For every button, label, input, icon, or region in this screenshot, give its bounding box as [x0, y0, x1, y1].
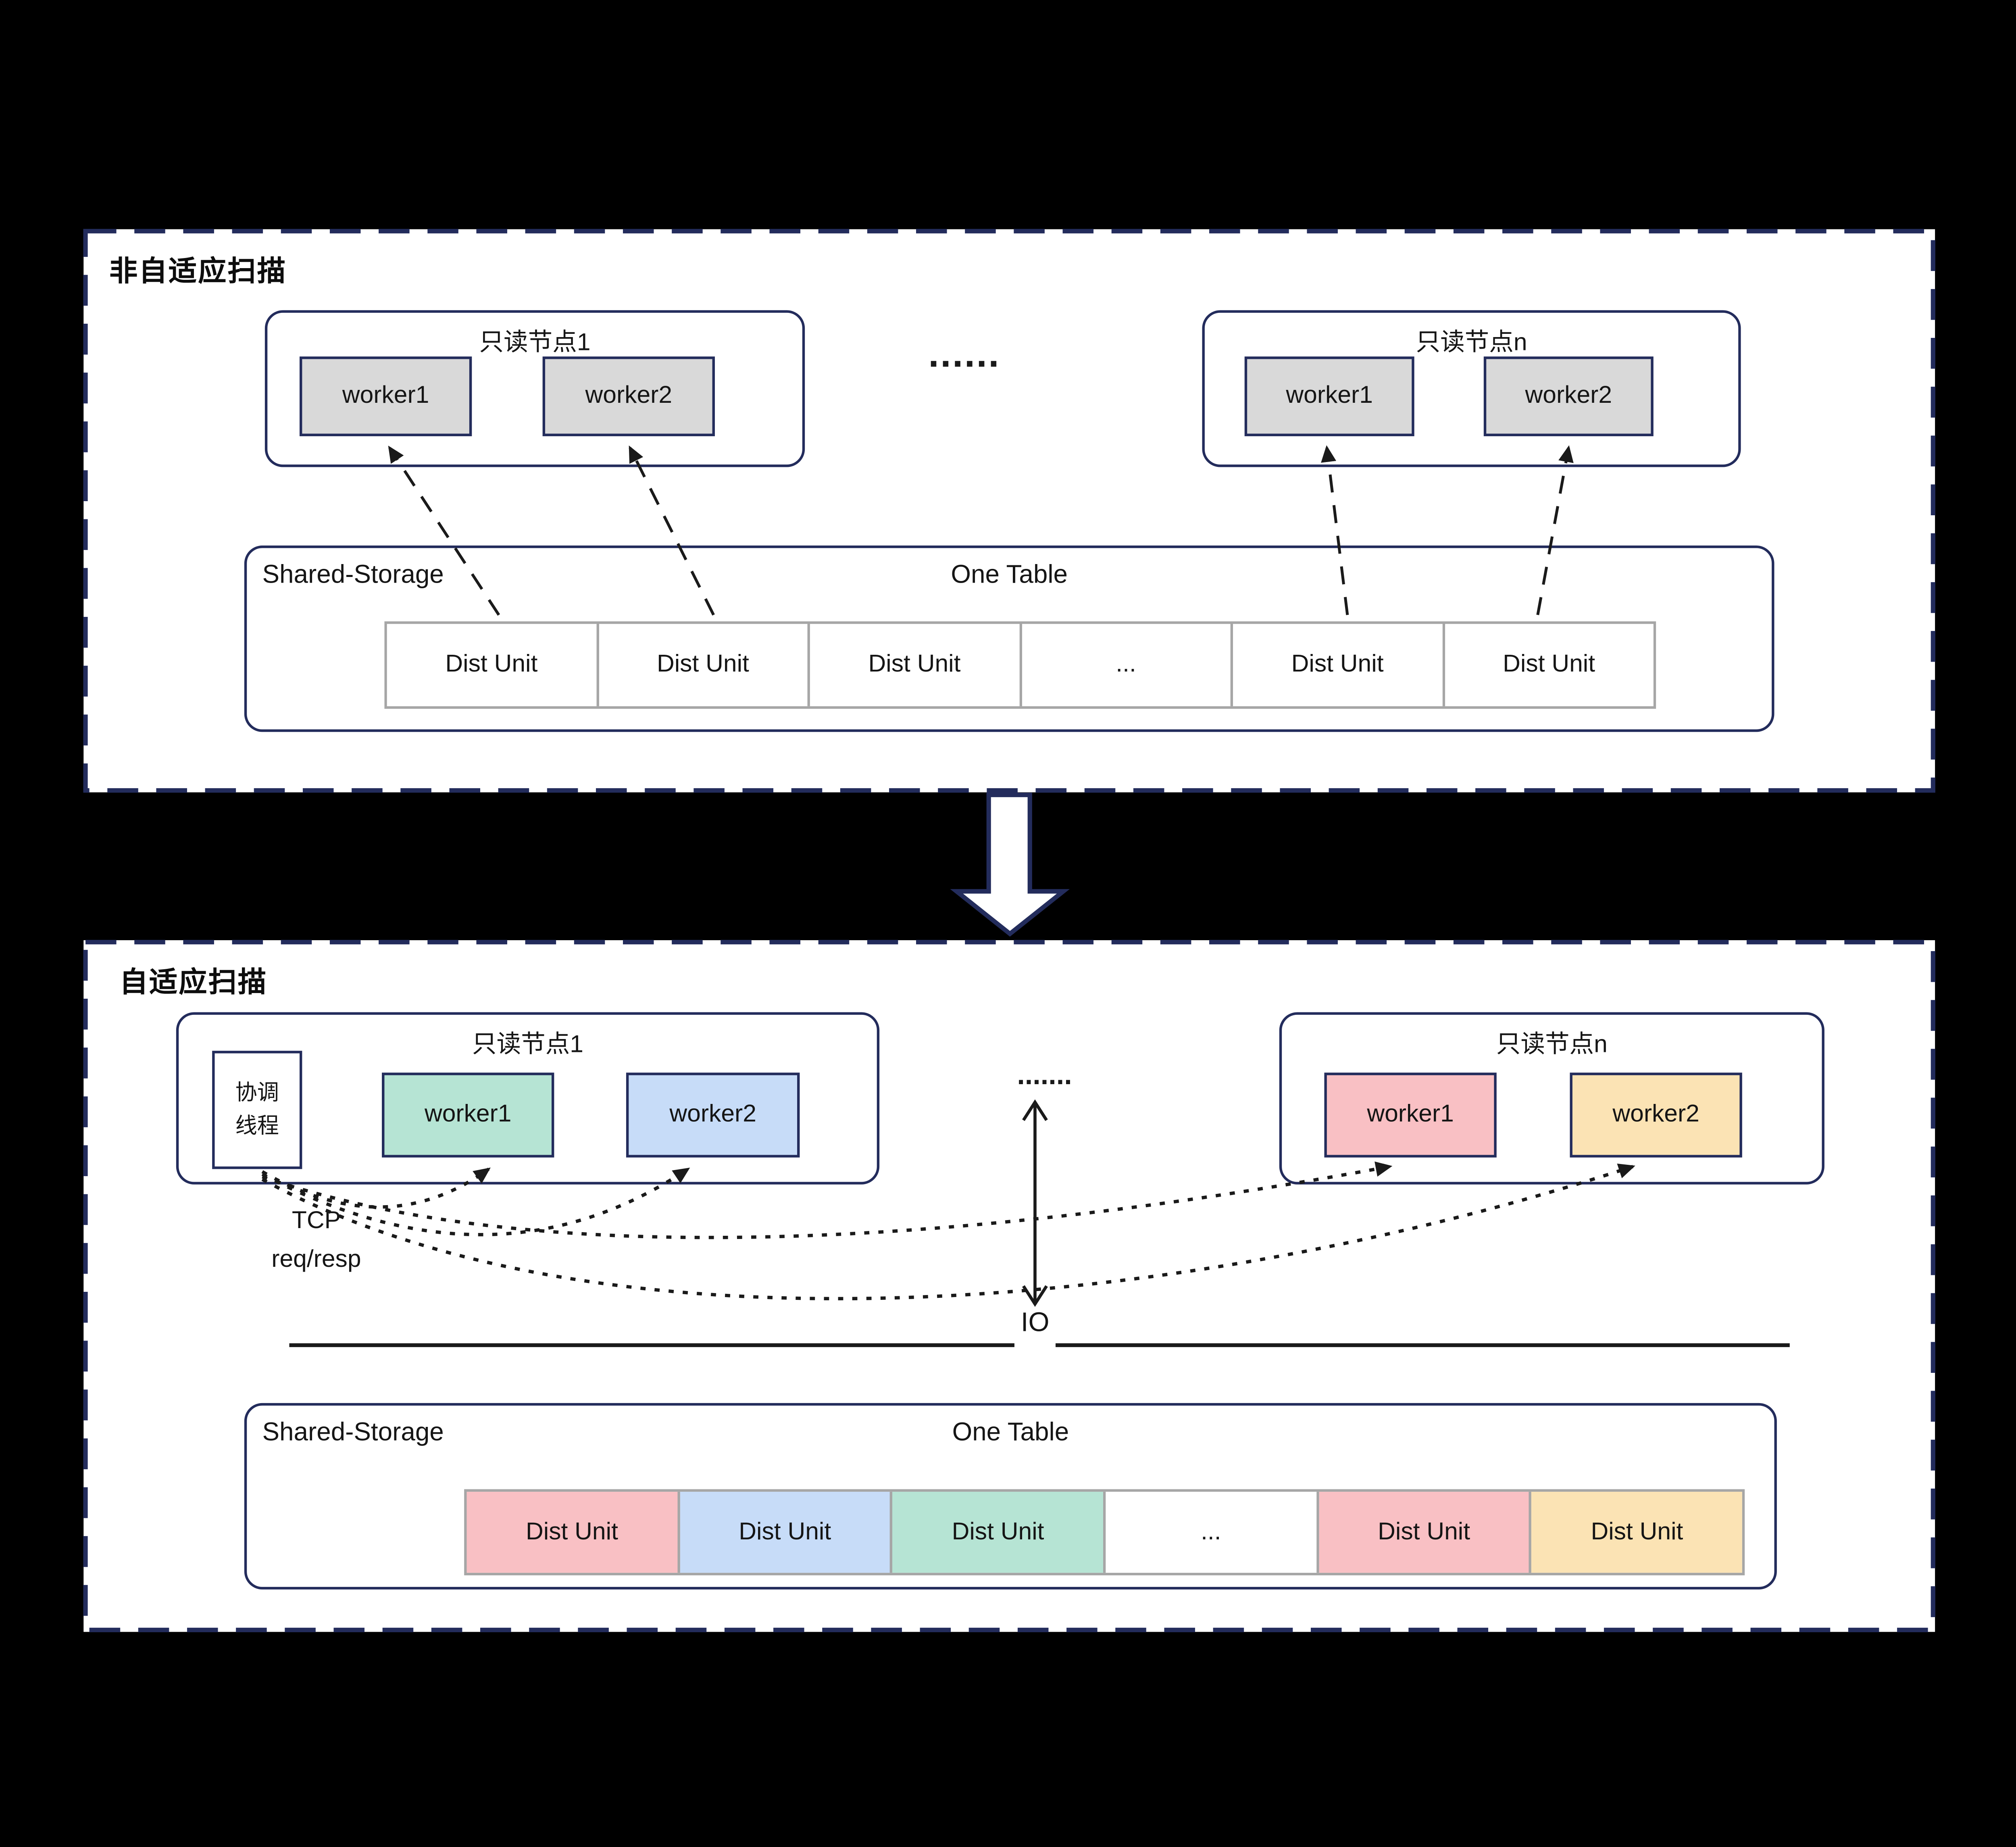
dist-unit-cell: ... — [1021, 624, 1233, 706]
bottom-readonly-node-n: 只读节点n worker1 worker2 — [1279, 1012, 1824, 1185]
dist-unit-cell: Dist Unit — [679, 1491, 893, 1573]
bottom-one-table-label: One Table — [952, 1418, 1069, 1447]
top-readonly-node-1: 只读节点1 worker1 worker2 — [264, 310, 805, 467]
bottom-noden-worker2: worker2 — [1570, 1072, 1742, 1158]
reqresp-line: req/resp — [271, 1246, 361, 1273]
dist-unit-cell: ... — [1106, 1491, 1319, 1573]
coordinator-thread-box: 协调 线程 — [212, 1051, 302, 1169]
dist-unit-cell: Dist Unit — [467, 1491, 680, 1573]
dist-unit-cell: Dist Unit — [1444, 624, 1654, 706]
bottom-more-nodes-ellipsis: ....... — [1017, 1058, 1072, 1091]
worker-label: worker1 — [424, 1101, 512, 1128]
bottom-node1-worker2: worker2 — [626, 1072, 800, 1158]
dist-unit-cell: Dist Unit — [1318, 1491, 1532, 1573]
top-dist-unit-row: Dist Unit Dist Unit Dist Unit ... Dist U… — [384, 621, 1656, 709]
dist-unit-cell: Dist Unit — [810, 624, 1022, 706]
worker-label: worker2 — [585, 382, 673, 409]
top-node1-label: 只读节点1 — [479, 329, 591, 357]
bottom-readonly-node-1: 只读节点1 协调 线程 worker1 worker2 — [176, 1012, 880, 1185]
io-label: IO — [1014, 1308, 1056, 1349]
top-more-nodes-ellipsis: ...... — [928, 333, 1000, 376]
bottom-node1-worker1: worker1 — [382, 1072, 554, 1158]
dist-unit-cell: Dist Unit — [598, 624, 810, 706]
tcp-line: TCP — [292, 1208, 341, 1235]
top-noden-worker2: worker2 — [1483, 356, 1654, 436]
adaptive-title: 自适应扫描 — [119, 966, 268, 998]
bottom-shared-storage: Shared-Storage One Table Dist Unit Dist … — [244, 1403, 1777, 1590]
worker-label: worker2 — [1612, 1101, 1699, 1128]
coordinator-line: 线程 — [235, 1114, 279, 1139]
bottom-noden-worker1: worker1 — [1324, 1072, 1497, 1158]
tcp-reqresp-label: TCP req/resp — [252, 1202, 381, 1279]
worker-label: worker1 — [1367, 1101, 1454, 1128]
dist-unit-cell: Dist Unit — [1531, 1491, 1742, 1573]
down-arrow-icon — [950, 793, 1070, 937]
bottom-dist-unit-row: Dist Unit Dist Unit Dist Unit ... Dist U… — [464, 1489, 1745, 1576]
worker-label: worker1 — [342, 382, 429, 409]
worker-label: worker2 — [1525, 382, 1612, 409]
top-shared-storage: Shared-Storage One Table Dist Unit Dist … — [244, 545, 1774, 732]
worker-label: worker1 — [1286, 382, 1373, 409]
dist-unit-cell: Dist Unit — [387, 624, 599, 706]
coordinator-line: 协调 — [235, 1080, 279, 1105]
bottom-noden-label: 只读节点n — [1496, 1031, 1608, 1059]
dist-unit-cell: Dist Unit — [1233, 624, 1445, 706]
top-node1-worker1: worker1 — [299, 356, 472, 436]
non-adaptive-title: 非自适应扫描 — [109, 255, 287, 287]
top-readonly-node-n: 只读节点n worker1 worker2 — [1202, 310, 1741, 467]
dist-unit-cell: Dist Unit — [893, 1491, 1106, 1573]
diagram-stage: 非自适应扫描 只读节点1 worker1 worker2 ...... 只读节点… — [0, 130, 2016, 1717]
top-noden-worker1: worker1 — [1244, 356, 1414, 436]
worker-label: worker2 — [669, 1101, 756, 1128]
top-one-table-label: One Table — [951, 561, 1068, 589]
top-node1-worker2: worker2 — [542, 356, 715, 436]
top-noden-label: 只读节点n — [1416, 329, 1527, 357]
